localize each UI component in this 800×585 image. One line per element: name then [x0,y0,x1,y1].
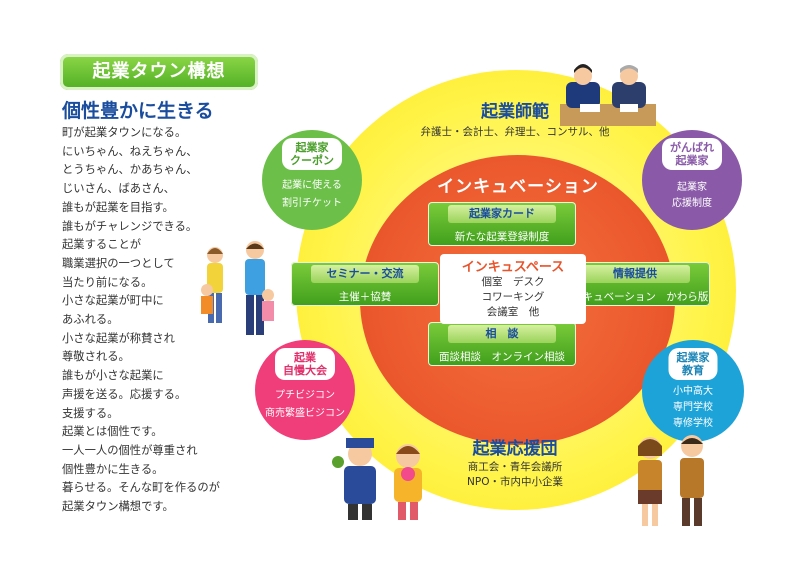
consultation-heading: 相 談 [448,325,556,343]
intro-line: 誰もが小さな起業に [62,367,262,386]
intro-line: 誰もがチャレンジできる。 [62,218,262,237]
page-heading: 個性豊かに生きる [62,96,214,123]
incubation-title: インキュベーション [400,172,636,197]
ganbare-heading-line: 起業家 [670,154,714,167]
family-illustration [195,240,285,345]
intro-line: 暮らせる。そんな町を作るのが [62,479,262,498]
students-illustration [622,430,722,530]
jiman-heading: 起業 自慢大会 [275,348,335,380]
supporters-title: 起業応援団 [430,434,600,459]
intro-line: にいちゃん、ねえちゃん、 [62,143,262,162]
consultation-text: 面談相談 オンライン相談 [428,349,576,364]
intro-line: 起業とは個性です。 [62,423,262,442]
coupon-line: 起業に使える [262,178,362,194]
entrepreneur-card-heading: 起業家カード [448,205,556,223]
intro-line: 誰もが起業を目指す。 [62,199,262,218]
coupon-heading-line: 起業家 [290,141,334,154]
consultation-box: 相 談 面談相談 オンライン相談 [428,322,576,366]
intro-line: じいさん、ばあさん、 [62,180,262,199]
center-line: コワーキング [440,290,586,305]
jiman-heading-line: 自慢大会 [283,364,327,377]
jiman-circle: 起業 自慢大会 プチビジコン 商売繁盛ビジコン [255,340,355,440]
ganbare-heading: がんばれ 起業家 [662,138,722,170]
intro-line: 支援する。 [62,405,262,424]
education-heading-line: 教育 [677,364,710,377]
intro-line: 個性豊かに生きる。 [62,461,262,480]
mentors-illustration [560,64,656,128]
coupon-heading: 起業家 クーポン [282,138,342,170]
title-badge-label: 起業タウン構想 [60,54,258,90]
coupon-circle: 起業家 クーポン 起業に使える 割引チケット [262,130,362,230]
ganbare-heading-line: がんばれ [670,141,714,154]
center-box: インキュスペース 個室 デスク コワーキング 会議室 他 [440,254,586,324]
intro-line: とうちゃん、かあちゃん、 [62,161,262,180]
seminar-box: セミナー・交流 主催＋協賛 [291,262,439,306]
intro-line: 尊敬される。 [62,348,262,367]
intro-line: 一人一人の個性が尊重され [62,442,262,461]
jiman-heading-line: 起業 [283,351,327,364]
ganbare-line: 応援制度 [642,196,742,212]
supporters-line: NPO・市内中小企業 [430,474,600,489]
entrepreneur-card-box: 起業家カード 新たな起業登録制度 [428,202,576,246]
coupon-line: 割引チケット [262,196,362,212]
intro-line: 町が起業タウンになる。 [62,124,262,143]
intro-line: 起業タウン構想です。 [62,498,262,517]
supporters-line: 商工会・青年会議所 [430,459,600,474]
center-title: インキュスペース [440,256,586,275]
ganbare-circle: がんばれ 起業家 起業家 応援制度 [642,130,742,230]
education-line: 小中高大 [642,384,744,400]
ganbare-line: 起業家 [642,180,742,196]
jiman-line: プチビジコン [255,388,355,404]
center-line: 個室 デスク [440,275,586,290]
seminar-text: 主催＋協賛 [291,289,439,304]
jiman-line: 商売繁盛ビジコン [255,406,355,422]
education-heading: 起業家 教育 [669,348,718,380]
education-circle: 起業家 教育 小中高大 専門学校 専修学校 [642,340,744,442]
entrepreneur-card-text: 新たな起業登録制度 [428,229,576,244]
center-line: 会議室 他 [440,305,586,320]
coupon-heading-line: クーポン [290,154,334,167]
title-badge: 起業タウン構想 [60,54,258,90]
education-line: 専門学校 [642,400,744,416]
seminar-heading: セミナー・交流 [311,265,419,283]
intro-line: 声援を送る。応援する。 [62,386,262,405]
info-heading: 情報提供 [580,265,690,283]
education-heading-line: 起業家 [677,351,710,364]
supporters-illustration [330,432,440,524]
